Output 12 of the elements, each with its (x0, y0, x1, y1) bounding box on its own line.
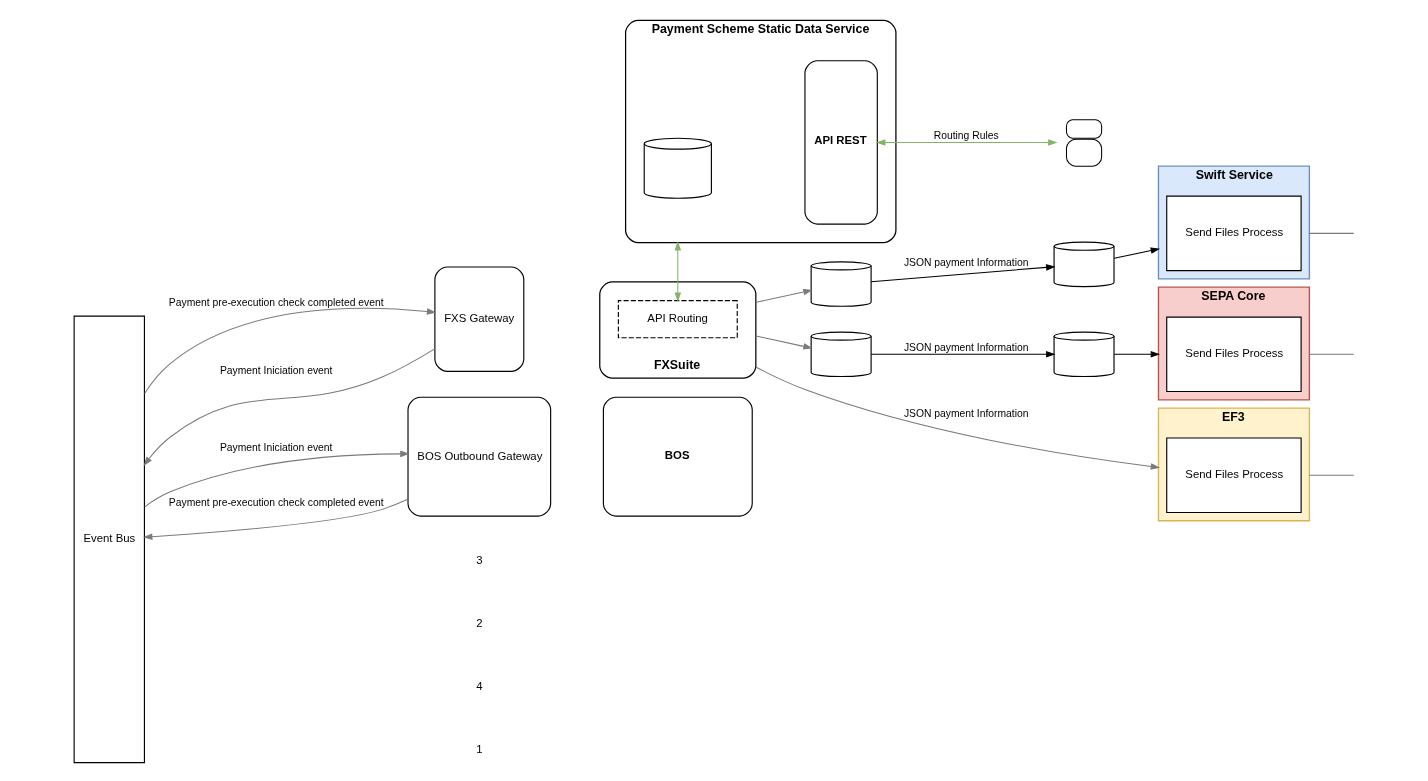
edge-label: Payment Iniciation event (219, 442, 332, 454)
edge-label: Payment Iniciation event (219, 364, 332, 376)
edge-label: JSON payment Information (903, 257, 1028, 269)
edge-label: JSON payment Information (903, 342, 1028, 354)
edge-label: JSON payment Information (903, 408, 1028, 420)
edge-label: Routing Rules (933, 130, 999, 142)
label: 3 (475, 553, 482, 566)
edge-label: Payment pre-execution check completed event (168, 497, 384, 509)
label: 4 (475, 680, 482, 693)
edge-label: Payment pre-execution check completed event (168, 296, 384, 308)
label: 2 (475, 617, 482, 630)
label: 1 (475, 743, 482, 756)
